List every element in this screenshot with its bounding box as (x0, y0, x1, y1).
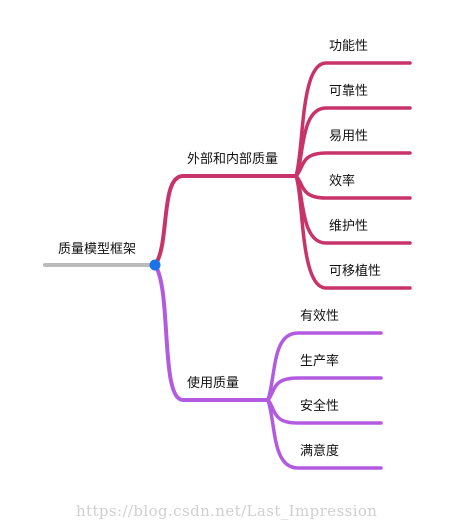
child-connector-reliability (294, 106, 412, 178)
node-productivity: 生产率 (300, 354, 340, 369)
child-connector-usability (294, 151, 412, 178)
node-maintainability: 维护性 (329, 219, 369, 234)
child-connector-effectiveness (266, 331, 383, 402)
branch-external-internal-quality (153, 61, 412, 290)
node-usability: 易用性 (329, 129, 369, 144)
branch-quality-in-use (153, 263, 383, 470)
center-node-dot (149, 259, 161, 271)
node-satisfaction: 满意度 (300, 444, 340, 459)
node-safety: 安全性 (300, 399, 340, 414)
branch-label-quality-in-use: 使用质量 (187, 376, 240, 391)
node-portability: 可移植性 (329, 264, 382, 279)
child-connector-satisfaction (266, 398, 383, 470)
child-connector-portability (294, 174, 412, 290)
root-node-label: 质量模型框架 (58, 242, 137, 257)
node-effectiveness: 有效性 (300, 309, 340, 324)
child-connector-productivity (266, 376, 383, 402)
branch-connector-quality-in-use (153, 263, 270, 402)
node-functionality: 功能性 (329, 39, 369, 54)
branch-connector-external-internal (153, 174, 298, 267)
watermark-url: https://blog.csdn.net/Last_Impression (76, 502, 378, 520)
node-reliability: 可靠性 (329, 84, 369, 99)
child-connector-functionality (294, 61, 412, 178)
branch-label-external-internal-quality: 外部和内部质量 (187, 152, 279, 167)
node-efficiency: 效率 (329, 174, 356, 189)
